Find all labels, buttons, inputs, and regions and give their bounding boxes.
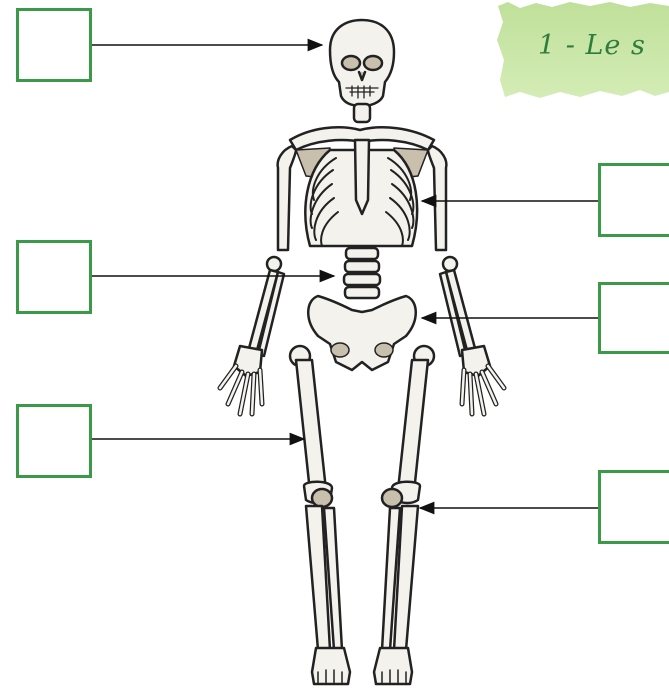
label-box-ribs[interactable]	[598, 163, 669, 237]
femur-left	[290, 346, 332, 503]
lower-leg-left	[306, 506, 342, 650]
femur-right	[392, 346, 434, 503]
skull	[330, 20, 394, 106]
lower-leg-right	[382, 506, 418, 650]
label-box-tibia[interactable]	[598, 470, 669, 544]
label-box-spine[interactable]	[16, 240, 92, 314]
label-box-pelvis[interactable]	[598, 282, 669, 354]
label-box-femur[interactable]	[16, 404, 92, 478]
label-box-skull[interactable]	[16, 8, 92, 82]
section-title: 1 - Le s	[538, 30, 646, 61]
skeleton	[220, 20, 504, 684]
spine	[344, 248, 380, 298]
pelvis	[308, 296, 416, 370]
